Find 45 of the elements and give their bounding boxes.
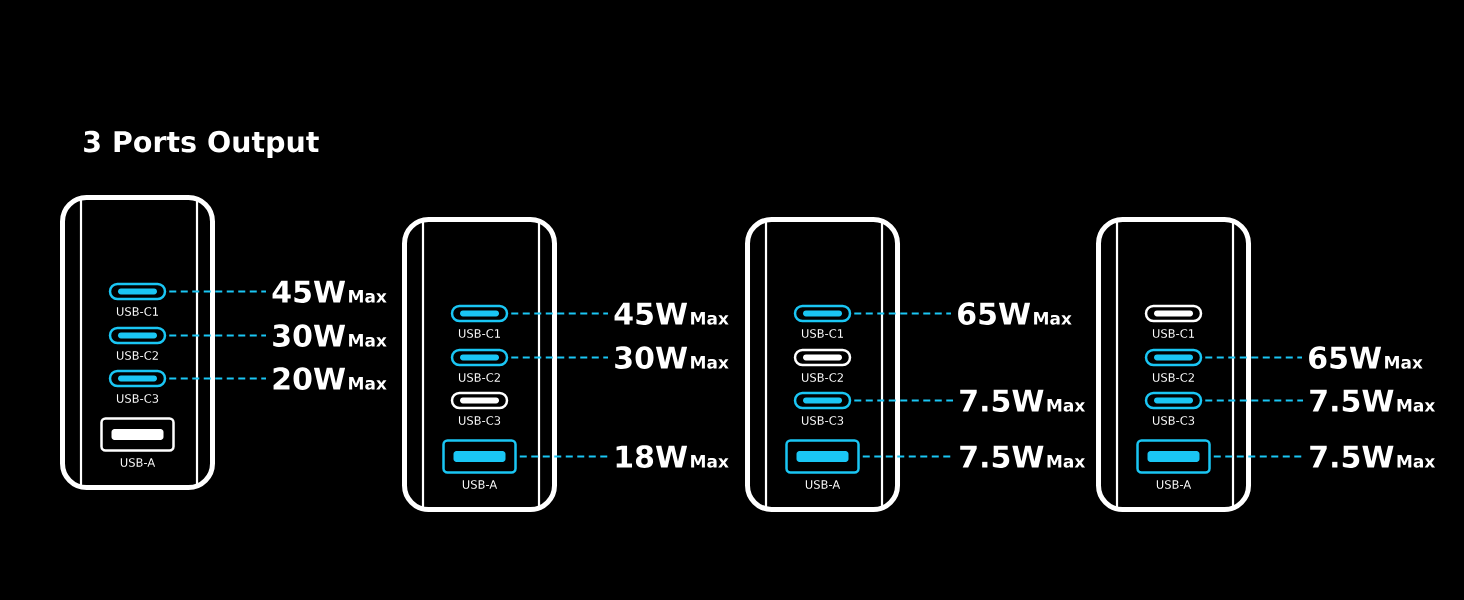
power-rating: 30W Max bbox=[273, 324, 387, 347]
power-rating: 65W Max bbox=[1309, 346, 1423, 369]
power-rating: 7.5WMax bbox=[960, 445, 1086, 468]
power-rating: 7.5WMax bbox=[960, 389, 1086, 412]
port-label: USB-C1 bbox=[116, 307, 158, 316]
leader-line bbox=[169, 334, 266, 337]
leader-line bbox=[169, 290, 266, 293]
title: 3 Ports Output bbox=[84, 130, 319, 158]
leader-line bbox=[854, 399, 953, 402]
port-label: USB-C2 bbox=[116, 351, 158, 360]
leader-line bbox=[1213, 455, 1303, 458]
power-rating: 45W Max bbox=[272, 280, 387, 303]
charger-outline bbox=[402, 217, 557, 512]
power-rating: 30W Max bbox=[615, 346, 729, 369]
port-label: USB-C1 bbox=[1152, 329, 1194, 338]
leader-line bbox=[169, 377, 266, 380]
power-rating: 65W Max bbox=[958, 302, 1072, 325]
port-label: USB-C1 bbox=[458, 329, 500, 338]
leader-line bbox=[1205, 399, 1303, 402]
port-label: USB-A bbox=[120, 458, 156, 467]
power-rating: 7.5WMax bbox=[1310, 445, 1436, 468]
port-label: USB-C2 bbox=[1152, 373, 1194, 382]
port-label: USB-C3 bbox=[458, 416, 501, 425]
port-label: USB-C2 bbox=[801, 373, 843, 382]
power-rating: 20W Max bbox=[273, 367, 387, 390]
port-label: USB-C3 bbox=[801, 416, 844, 425]
power-rating: 7.5WMax bbox=[1310, 389, 1436, 412]
port-label: USB-C1 bbox=[801, 329, 843, 338]
leader-line bbox=[854, 312, 951, 315]
charger-outline bbox=[745, 217, 900, 512]
port-label: USB-C3 bbox=[1152, 416, 1195, 425]
port-label: USB-A bbox=[462, 480, 498, 489]
charger-outline bbox=[1096, 217, 1251, 512]
leader-line bbox=[511, 356, 608, 359]
leader-line bbox=[519, 455, 608, 458]
leader-line bbox=[1205, 356, 1302, 359]
charger-outline bbox=[60, 195, 215, 490]
leader-line bbox=[862, 455, 953, 458]
port-label: USB-C2 bbox=[458, 373, 500, 382]
port-label: USB-A bbox=[805, 480, 841, 489]
power-rating: 45W Max bbox=[614, 302, 729, 325]
leader-line bbox=[511, 312, 608, 315]
port-label: USB-C3 bbox=[116, 394, 159, 403]
port-label: USB-A bbox=[1156, 480, 1192, 489]
power-rating: 18W Max bbox=[616, 445, 729, 468]
